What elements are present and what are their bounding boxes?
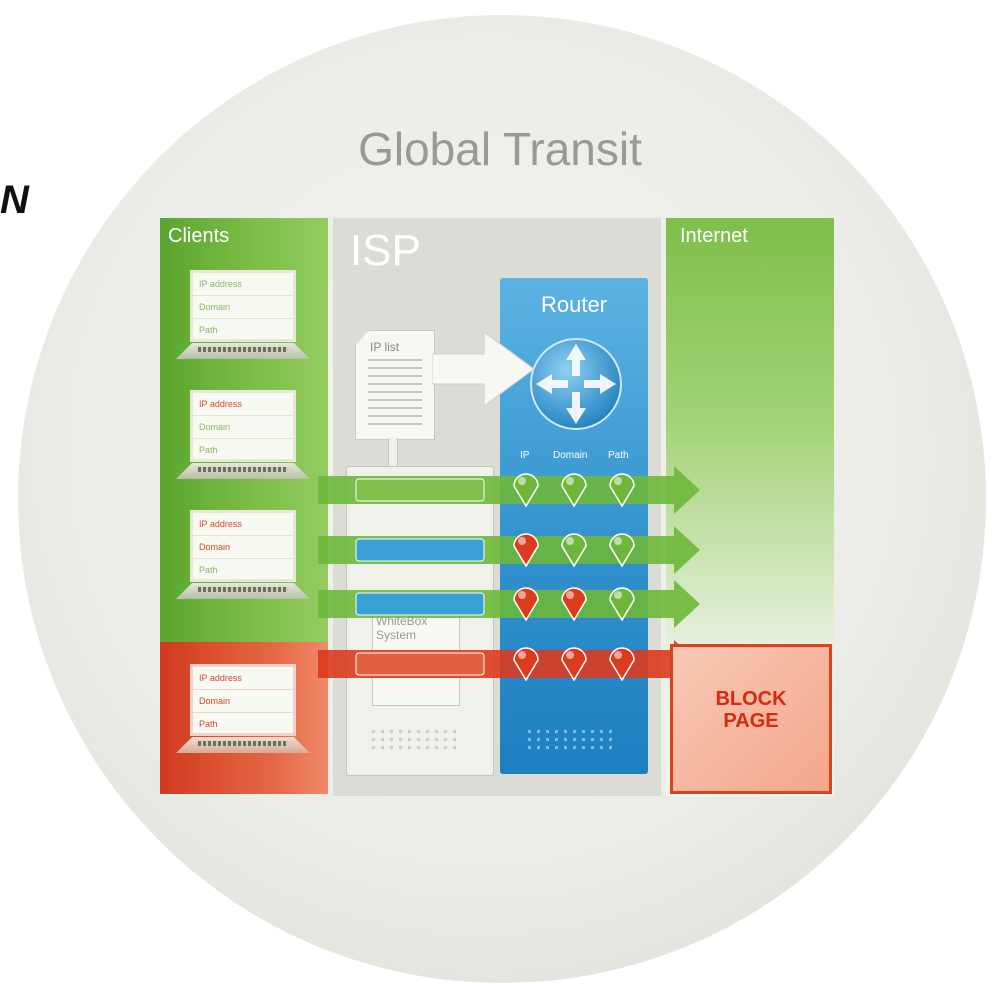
bulb-highlight bbox=[518, 591, 526, 599]
laptop-row-path: Path bbox=[199, 325, 218, 335]
laptop-row-ip: IP address bbox=[193, 393, 293, 416]
diagram-title: Global Transit bbox=[358, 123, 642, 175]
laptop-row-path: Path bbox=[199, 445, 218, 455]
block-page-line2: PAGE bbox=[723, 710, 779, 732]
bulb-highlight bbox=[566, 477, 574, 485]
laptop-row-domain: Domain bbox=[193, 536, 293, 559]
block-page bbox=[670, 644, 832, 794]
laptop-keyboard bbox=[176, 343, 310, 359]
router-label: Router bbox=[540, 292, 608, 317]
bulb-highlight bbox=[518, 537, 526, 545]
block-page-label: BLOCK PAGE bbox=[670, 688, 832, 732]
flow-arrow bbox=[318, 466, 700, 514]
ip-list-arrow bbox=[432, 332, 535, 406]
laptop-keyboard bbox=[176, 583, 310, 599]
ip-list-label: IP list bbox=[370, 340, 400, 354]
laptop-screen: IP address Domain Path bbox=[190, 664, 296, 736]
laptop-keyboard bbox=[176, 737, 310, 753]
laptop-screen: IP address Domain Path bbox=[190, 510, 296, 582]
laptop-row-domain: Domain bbox=[193, 416, 293, 439]
filter-bar bbox=[355, 652, 485, 676]
router-vent bbox=[528, 730, 612, 749]
laptop-row-ip: IP address bbox=[193, 273, 293, 296]
clients-label: Clients bbox=[168, 225, 230, 247]
flow-arrow bbox=[318, 580, 700, 628]
bulb-highlight bbox=[518, 477, 526, 485]
bulb-highlight bbox=[614, 591, 622, 599]
laptop-screen: IP address Domain Path bbox=[190, 390, 296, 462]
internet-label: Internet bbox=[680, 225, 748, 247]
bulb-highlight bbox=[518, 651, 526, 659]
bulb-highlight bbox=[614, 477, 622, 485]
ip-list-lines bbox=[368, 359, 422, 425]
laptop-row-path: Path bbox=[199, 565, 218, 575]
router-col-path: Path bbox=[608, 450, 629, 461]
whitebox-vent bbox=[372, 730, 456, 749]
laptop-row-ip: IP address bbox=[193, 513, 293, 536]
flow-arrow bbox=[318, 526, 700, 574]
laptop-row-domain: Domain bbox=[193, 296, 293, 319]
bulb-highlight bbox=[614, 651, 622, 659]
laptop-row-domain: Domain bbox=[193, 690, 293, 713]
router-col-domain: Domain bbox=[553, 450, 588, 461]
block-page-line1: BLOCK bbox=[715, 688, 787, 710]
cropped-text-fragment: N bbox=[0, 178, 29, 222]
flow-arrow bbox=[318, 640, 700, 688]
filter-bar bbox=[355, 478, 485, 502]
router-col-ip: IP bbox=[520, 450, 530, 461]
laptop-keyboard bbox=[176, 463, 310, 479]
bulb-highlight bbox=[614, 537, 622, 545]
bulb-highlight bbox=[566, 651, 574, 659]
ip-list-connector bbox=[388, 438, 398, 466]
bulb-highlight bbox=[566, 537, 574, 545]
whitebox-label-line2: System bbox=[376, 628, 417, 642]
laptop-row-path: Path bbox=[199, 719, 218, 729]
router-icon bbox=[530, 338, 622, 430]
laptop-row-ip: IP address bbox=[193, 667, 293, 690]
filter-bar bbox=[355, 538, 485, 562]
laptop-screen: IP address Domain Path bbox=[190, 270, 296, 342]
isp-label: ISP bbox=[350, 226, 421, 275]
filter-bar bbox=[355, 592, 485, 616]
bulb-highlight bbox=[566, 591, 574, 599]
